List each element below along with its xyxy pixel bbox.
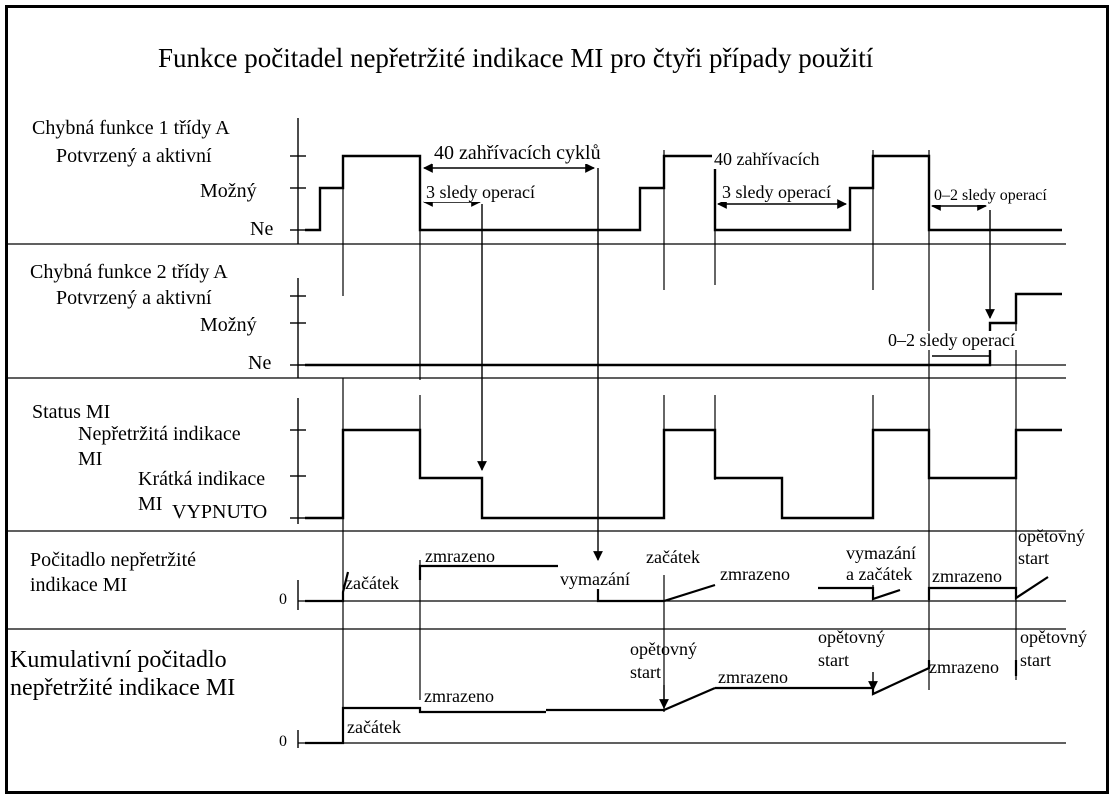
cumulative-signal xyxy=(305,660,1018,745)
counter-restart-2: start xyxy=(1018,548,1049,568)
cumulative-frozen-1: zmrazeno xyxy=(424,686,494,706)
counter-frozen-1: zmrazeno xyxy=(425,546,495,566)
level-ticks xyxy=(290,155,306,519)
diagram-frame xyxy=(5,5,1109,794)
counter-start-1: začátek xyxy=(345,573,399,593)
cumulative-heading: Kumulativní počitadlo xyxy=(10,647,227,673)
cumulative-restart-2: opětovný xyxy=(818,627,885,647)
seq3-label-a: 3 sledy operací xyxy=(424,182,537,202)
counter-erase-start-2: a začátek xyxy=(846,564,913,584)
mi-counter-signal xyxy=(305,564,1049,603)
cumulative-heading-2: nepřetržité indikace MI xyxy=(10,675,236,701)
mi-status-heading: Status MI xyxy=(32,401,111,423)
cumulative-zero: 0 xyxy=(279,733,287,750)
cumulative-start: začátek xyxy=(347,717,401,737)
mi-counter-heading-2: indikace MI xyxy=(30,574,128,596)
cumulative-restart-1: opětovný xyxy=(630,639,697,659)
fault1-level-possible: Možný xyxy=(200,180,257,202)
mi-status-signal xyxy=(305,428,1062,520)
fault2-level-possible: Možný xyxy=(200,314,257,336)
fault1-level-confirmed: Potvrzený a aktivní xyxy=(56,145,212,167)
mi-status-short-mi: MI xyxy=(138,493,163,515)
mi-status-continuous: Nepřetržitá indikace xyxy=(78,423,241,445)
counter-frozen-2: zmrazeno xyxy=(720,564,790,584)
counter-frozen-3: zmrazeno xyxy=(932,566,1002,586)
mi-counter-zero: 0 xyxy=(279,591,287,608)
duration-arrows xyxy=(423,163,991,365)
seq02-label-a: 0–2 sledy operací xyxy=(932,187,1049,205)
fault1-level-no: Ne xyxy=(250,218,274,240)
fault1-heading: Chybná funkce 1 třídy A xyxy=(32,117,230,139)
fault2-heading: Chybná funkce 2 třídy A xyxy=(30,261,228,283)
cumulative-restart-1-2: start xyxy=(630,662,661,682)
event-arrows xyxy=(477,168,995,709)
fault1-signal xyxy=(305,154,1062,232)
counter-restart: opětovný xyxy=(1018,526,1085,546)
counter-erase: vymazání xyxy=(558,569,632,589)
seq3-label-b: 3 sledy operací xyxy=(720,182,833,202)
fault2-level-no: Ne xyxy=(248,352,272,374)
mi-status-short: Krátká indikace xyxy=(138,468,266,490)
mi-status-off: VYPNUTO xyxy=(172,501,268,523)
diagram-title: Funkce počitadel nepřetržité indikace MI… xyxy=(158,43,874,73)
fault2-level-confirmed: Potvrzený a aktivní xyxy=(56,287,212,309)
cumulative-restart-3: opětovný xyxy=(1020,627,1087,647)
mi-status-continuous-mi: MI xyxy=(78,448,103,470)
seq02-label-b: 0–2 sledy operací xyxy=(886,330,1017,350)
cumulative-restart-3-2: start xyxy=(1020,650,1051,670)
cumulative-frozen-3: zmrazeno xyxy=(929,657,999,677)
warmup-40-label-b: 40 zahřívacích xyxy=(712,149,822,169)
counter-erase-start: vymazání xyxy=(846,543,916,563)
counter-start-2: začátek xyxy=(646,547,700,567)
panel-separators xyxy=(8,243,1066,630)
cumulative-restart-2-2: start xyxy=(818,650,849,670)
mi-counter-heading: Počitadlo nepřetržité xyxy=(30,549,197,571)
warmup-40-label-a: 40 zahřívacích cyklů xyxy=(432,142,603,164)
fault2-signal xyxy=(305,292,1062,367)
cumulative-frozen-2: zmrazeno xyxy=(718,667,788,687)
